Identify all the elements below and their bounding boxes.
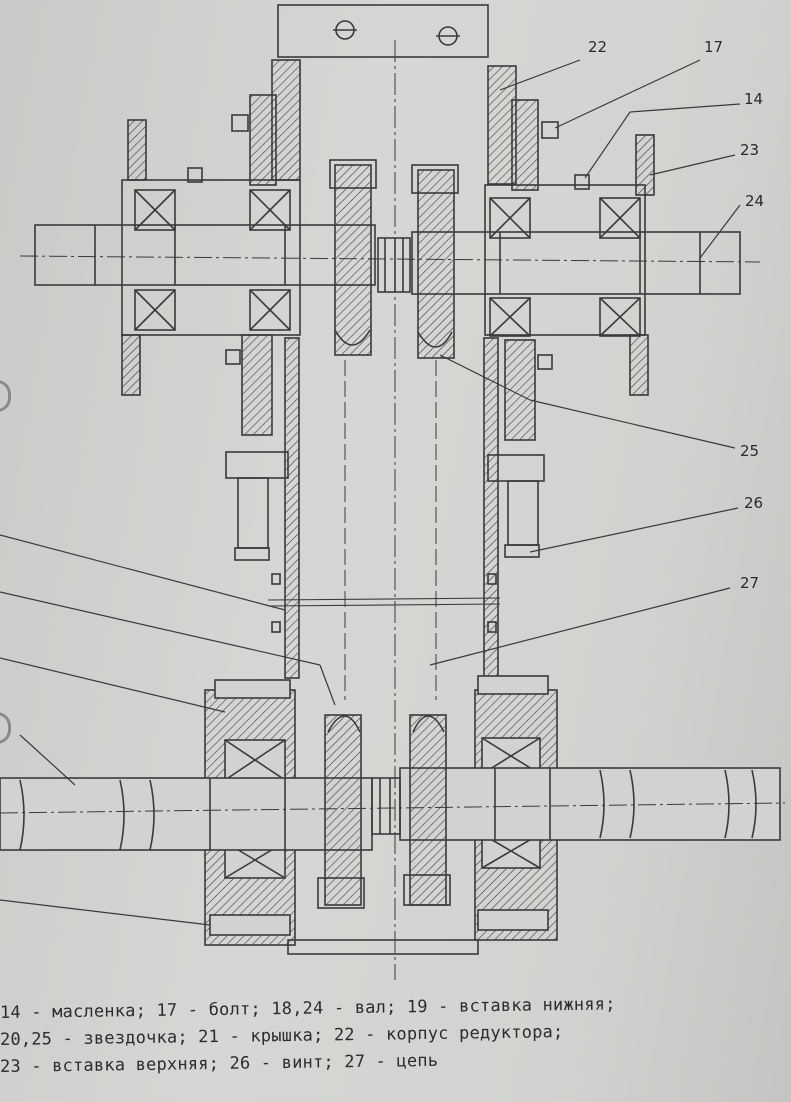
- upper-shaft-right: [411, 231, 741, 295]
- tension-screw-left: [225, 334, 289, 561]
- callout-25: 25: [740, 442, 759, 460]
- column-tube: [267, 40, 501, 980]
- coupling-upper: [377, 237, 411, 293]
- coupling-lower: [371, 777, 401, 835]
- lower-sprocket-left: [317, 714, 365, 909]
- callout-22: 22: [588, 38, 607, 56]
- callout-26: 26: [744, 494, 763, 512]
- top-mount-block: [277, 4, 489, 58]
- lower-housing: [204, 675, 558, 955]
- gearbox-technical-drawing: 22 17 14 23 24 25 26 27: [0, 4, 786, 980]
- lower-shaft-right: [399, 767, 781, 841]
- lower-shaft-left: [0, 777, 373, 851]
- upper-bearing-housing-left: [121, 119, 301, 396]
- tension-screw-right: [487, 339, 553, 558]
- upper-sprocket-left: [329, 159, 377, 356]
- upper-shaft-left: [34, 224, 376, 286]
- callout-17: 17: [704, 38, 723, 56]
- reducer-housing-upper: [231, 59, 559, 191]
- callout-24: 24: [745, 192, 764, 210]
- callout-14: 14: [744, 90, 763, 108]
- upper-sprocket-right: [411, 164, 459, 359]
- leader-lines: [0, 59, 741, 926]
- parts-legend: 14 - масленка; 17 - болт; 18,24 - вал; 1…: [0, 994, 791, 1081]
- callout-27: 27: [740, 574, 759, 592]
- callout-23: 23: [740, 141, 759, 159]
- lower-sprocket-right: [403, 714, 451, 906]
